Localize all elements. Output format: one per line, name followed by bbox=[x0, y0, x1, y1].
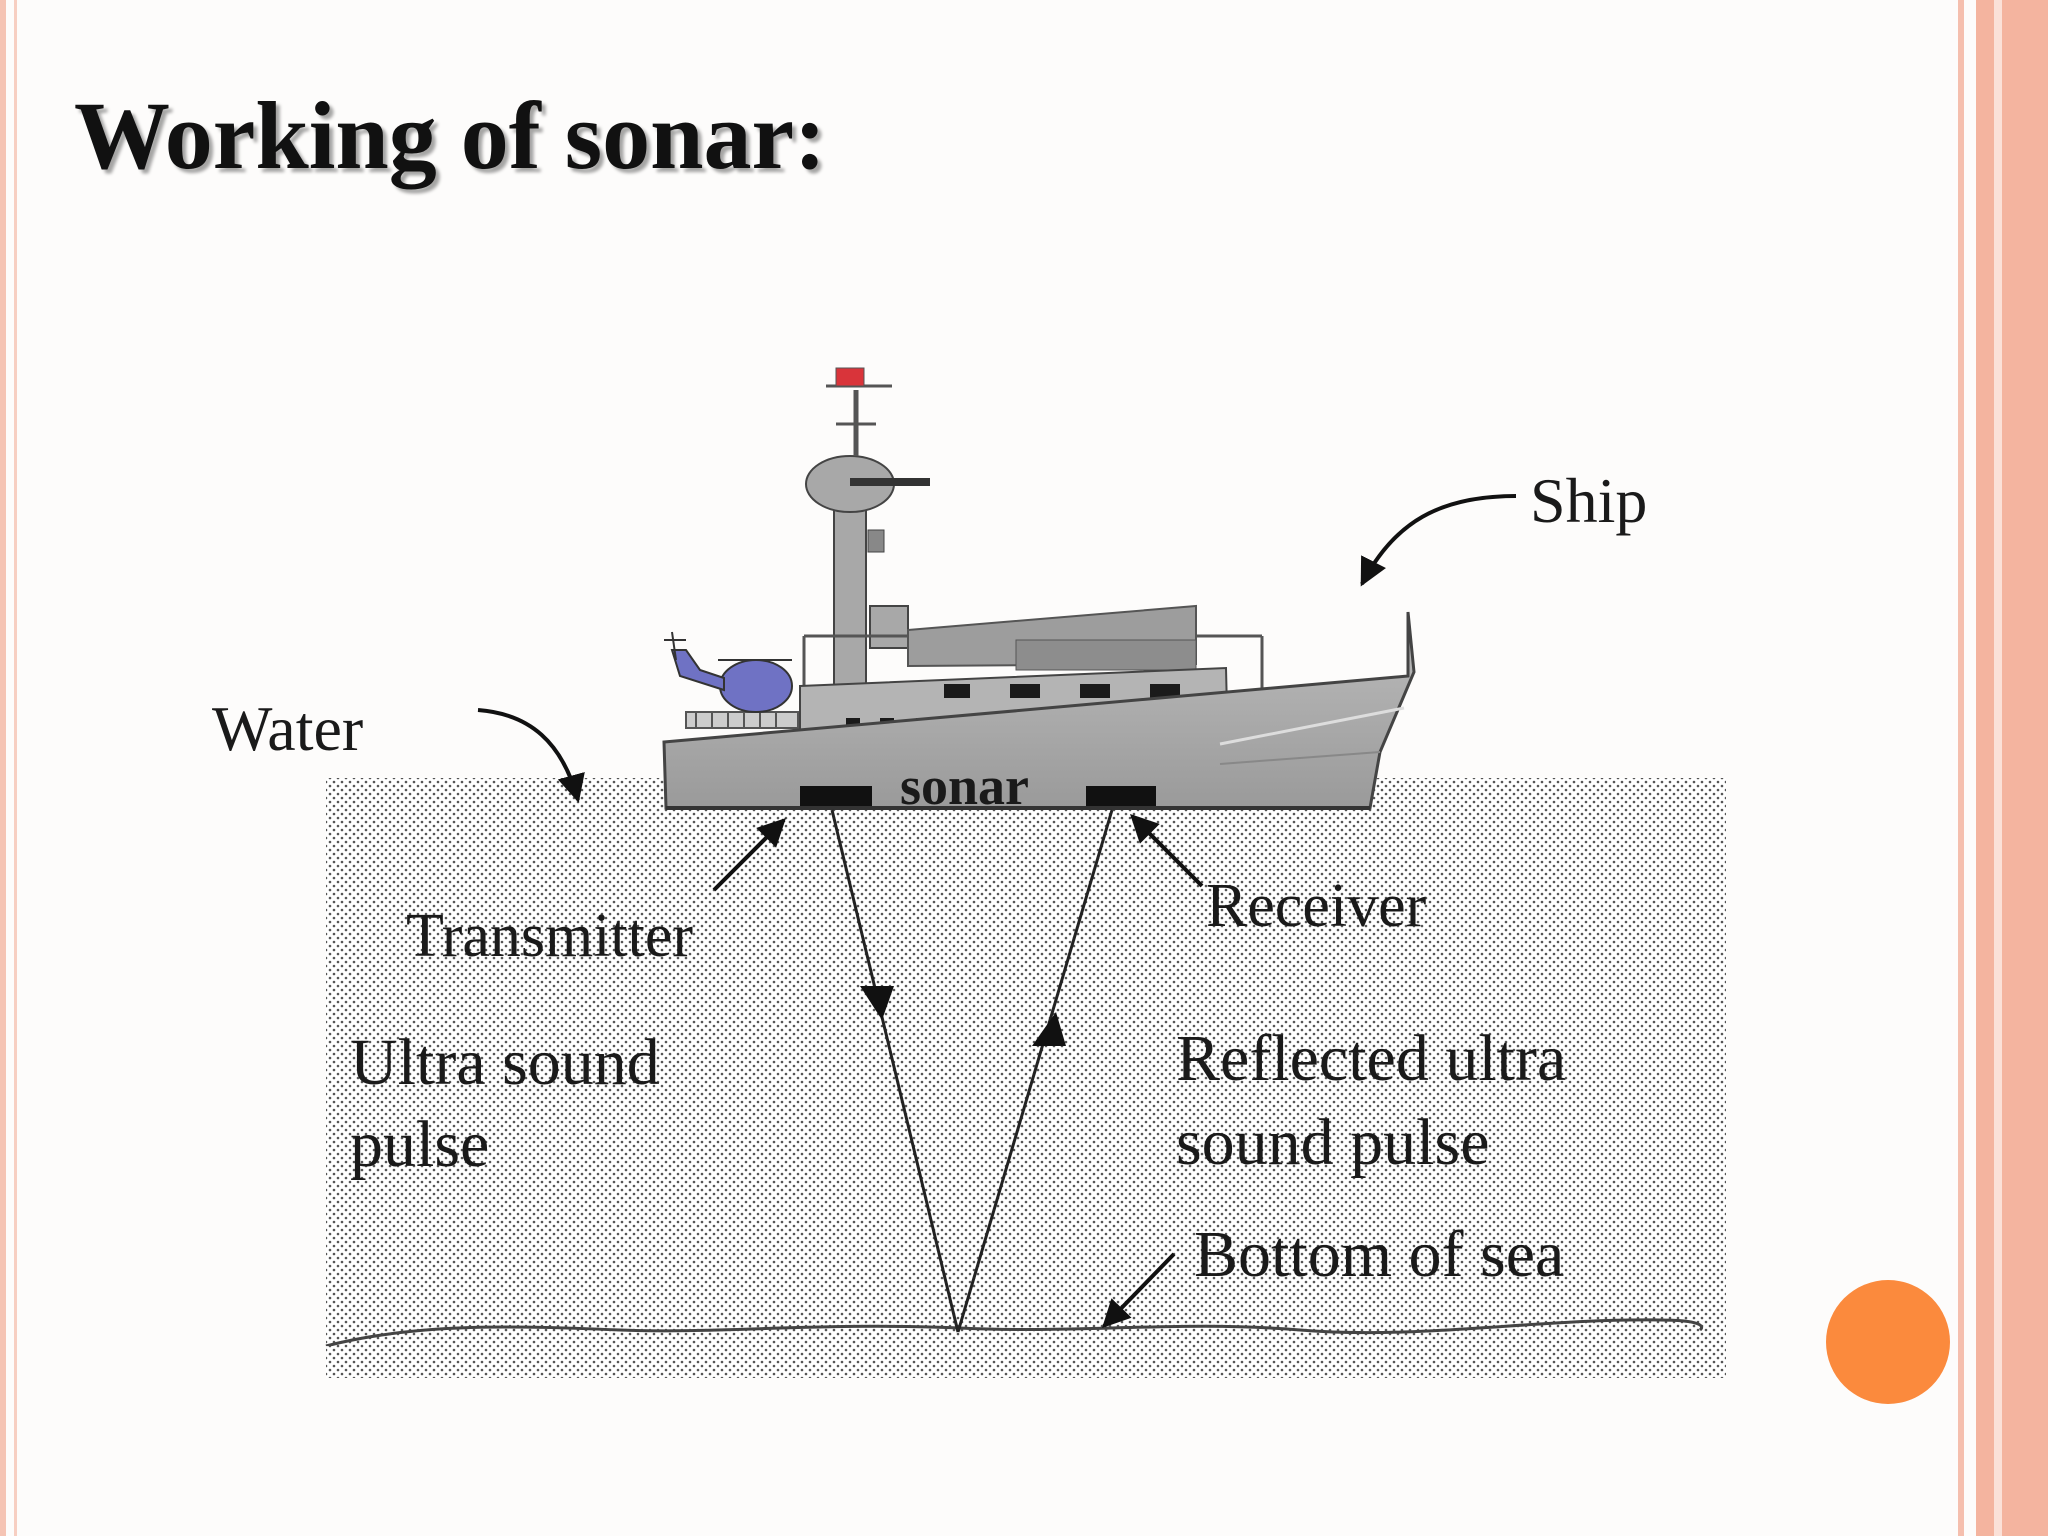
receiver-arrow bbox=[1130, 814, 1204, 888]
helicopter bbox=[664, 631, 793, 713]
label-receiver: Receiver bbox=[1206, 872, 1427, 940]
label-ship: Ship bbox=[1530, 465, 1647, 536]
slide-title: Working of sonar: bbox=[74, 82, 827, 189]
water-region bbox=[326, 778, 1726, 1378]
decorative-orange-dot bbox=[1826, 1280, 1950, 1404]
ship bbox=[662, 367, 1416, 810]
down-arrowhead bbox=[860, 986, 894, 1020]
label-bottom-of-sea: Bottom of sea bbox=[1194, 1218, 1564, 1291]
label-transmitter: Transmitter bbox=[406, 902, 693, 970]
label-sonar: sonar bbox=[900, 756, 1029, 816]
flag bbox=[835, 367, 865, 387]
up-arrowhead bbox=[1032, 1012, 1066, 1046]
label-reflected-line-2: sound pulse bbox=[1176, 1106, 1490, 1179]
water-arrow bbox=[477, 708, 585, 803]
label-ultra-sound-line-1: Ultra sound bbox=[350, 1026, 660, 1099]
bottom-arrow bbox=[1102, 1252, 1176, 1329]
transmitter-unit bbox=[800, 786, 872, 806]
label-reflected-line-1: Reflected ultra bbox=[1176, 1022, 1566, 1095]
transmitter-arrow bbox=[712, 818, 786, 892]
receiver-unit bbox=[1086, 786, 1156, 806]
transmitted-pulse-line bbox=[830, 809, 960, 1333]
slide-border-left-line bbox=[14, 0, 17, 1536]
label-ultra-sound-line-2: pulse bbox=[350, 1108, 489, 1181]
slide-border-right bbox=[1976, 0, 2048, 1536]
slide-border-right-line bbox=[1958, 0, 1964, 1536]
sea-bottom-line bbox=[325, 1318, 1703, 1348]
ship-arrow bbox=[1360, 494, 1517, 587]
slide-border-right-stripe bbox=[1994, 0, 2002, 1536]
reflected-pulse-line bbox=[956, 809, 1114, 1333]
label-water: Water bbox=[212, 693, 363, 764]
slide-border-left bbox=[0, 0, 6, 1536]
